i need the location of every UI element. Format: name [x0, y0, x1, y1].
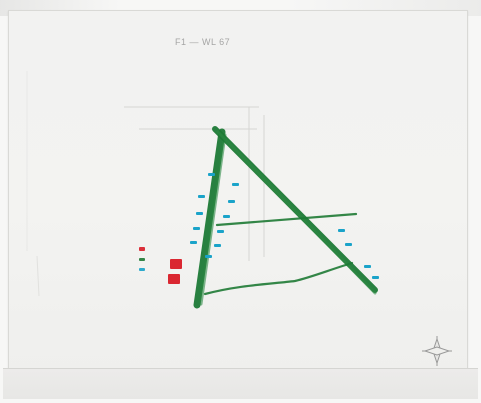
green-left-leg-edge: [199, 133, 227, 306]
blue-marker: [338, 229, 345, 232]
north-arrow-compass: [419, 333, 455, 369]
green-bottom-line: [203, 261, 354, 296]
pencil-guides: [26, 71, 265, 297]
green-right-leg-edge: [216, 130, 377, 295]
legend-row-green: [43, 255, 155, 265]
blue-marker: [372, 276, 379, 279]
blue-marker: [205, 255, 212, 258]
red-marker: [170, 259, 182, 269]
legend-row-red: [43, 245, 155, 255]
green-crossbar: [215, 212, 358, 227]
red-marker: [168, 274, 180, 284]
hand-drawn-map: [168, 126, 379, 309]
legend-row-blue: [43, 265, 155, 275]
red-square-swatch: [139, 247, 145, 251]
blue-marker: [364, 265, 371, 268]
blue-marker: [208, 173, 215, 176]
blue-marker: [345, 243, 352, 246]
map-legend: [43, 233, 155, 275]
blue-marker: [223, 215, 230, 218]
green-left-leg: [193, 128, 226, 309]
blue-marker: [196, 212, 203, 215]
red-markers: [168, 259, 182, 284]
underlying-paper: [3, 368, 478, 399]
blue-dash-swatch: [139, 268, 145, 271]
paper-sheet: F1 — WL 67: [8, 10, 468, 376]
compass-icon: [422, 336, 452, 366]
map-header: F1 — WL 67: [175, 37, 231, 47]
green-line-swatch: [139, 258, 145, 261]
blue-marker: [198, 195, 205, 198]
blue-marker: [228, 200, 235, 203]
blue-marker: [190, 241, 197, 244]
blue-markers: [190, 173, 379, 279]
blue-marker: [232, 183, 239, 186]
blue-marker: [193, 227, 200, 230]
blue-marker: [217, 230, 224, 233]
blue-marker: [214, 244, 221, 247]
